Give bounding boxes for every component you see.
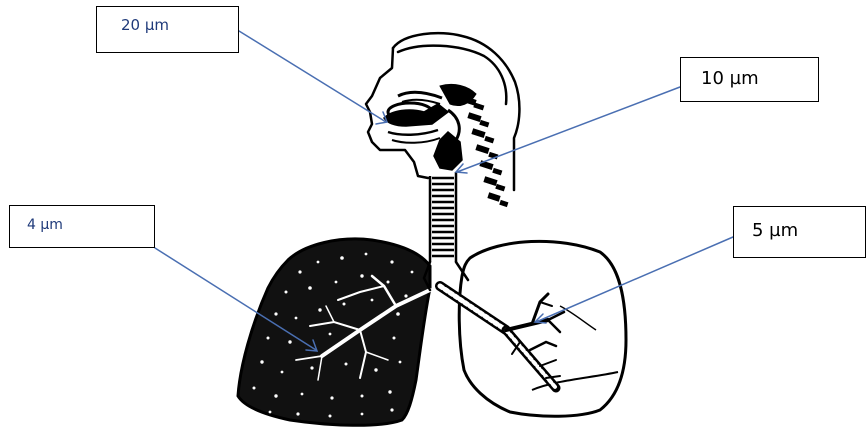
cervical-spine bbox=[463, 96, 508, 207]
leader-line-10 bbox=[457, 87, 680, 172]
trachea bbox=[430, 172, 456, 262]
right-lung bbox=[459, 241, 626, 416]
arrowhead-20 bbox=[376, 112, 387, 124]
label-text-5um: 5 µm bbox=[752, 220, 798, 241]
leader-line-5 bbox=[536, 237, 733, 322]
particle-size-label-10um: 10 µm bbox=[680, 57, 819, 102]
label-text-10um: 10 µm bbox=[701, 68, 759, 89]
main-bronchi bbox=[424, 262, 556, 388]
particle-size-label-20um: 20 µm bbox=[96, 6, 239, 53]
label-text-4um: 4 µm bbox=[27, 217, 63, 233]
leader-line-20 bbox=[239, 31, 386, 122]
left-lung bbox=[238, 239, 430, 425]
nasal-cavity bbox=[384, 84, 476, 170]
label-text-20um: 20 µm bbox=[121, 16, 169, 34]
particle-size-label-5um: 5 µm bbox=[733, 206, 866, 258]
particle-size-label-4um: 4 µm bbox=[9, 205, 155, 248]
